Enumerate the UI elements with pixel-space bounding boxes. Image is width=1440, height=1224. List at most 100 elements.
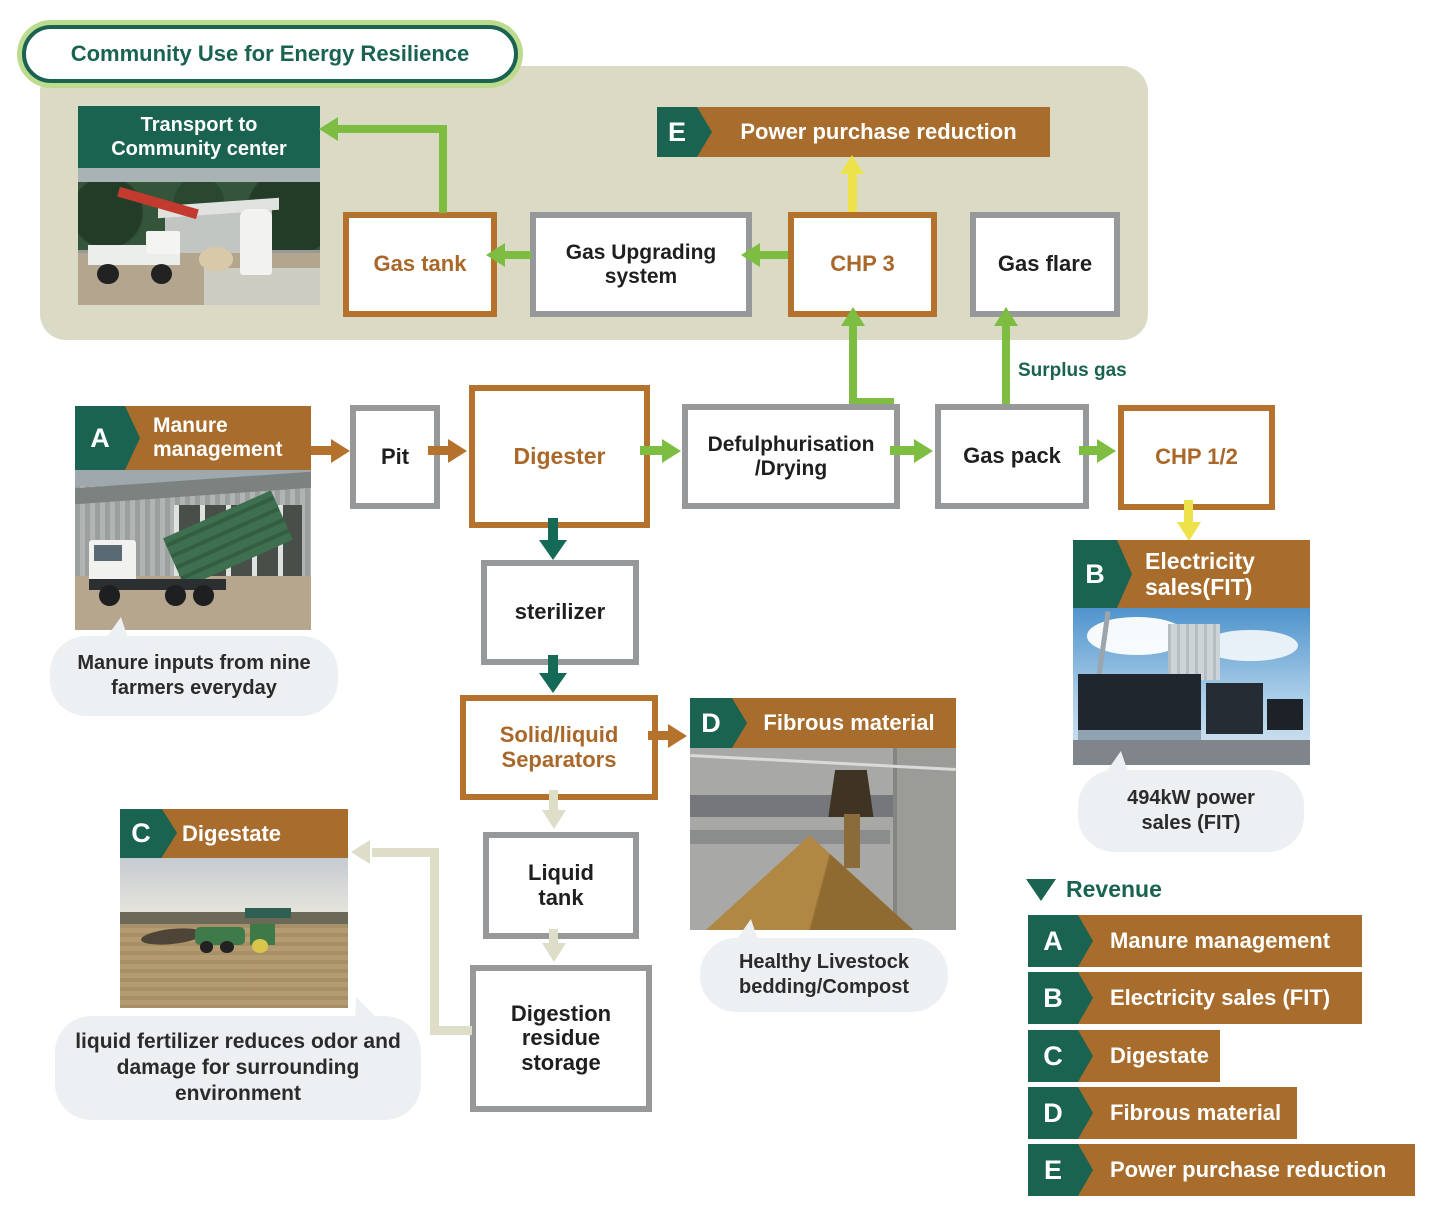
gas-tank-label: Gas tank xyxy=(373,251,467,277)
arrow-chp12-to-b xyxy=(1184,500,1193,524)
arrow-upgrading-to-gastank xyxy=(502,251,531,259)
arrow-digester-to-defulph xyxy=(640,446,664,455)
arrow-separators-to-d xyxy=(648,731,670,740)
arrow-digester-to-sterilizer xyxy=(548,518,558,542)
banner-c-label: Digestate xyxy=(182,820,282,846)
arrow-chp3-to-upgrading-head xyxy=(741,243,760,267)
defulphurisation-box: Defulphurisation /Drying xyxy=(682,404,900,509)
title-pill: Community Use for Energy Resilience xyxy=(22,25,518,83)
legend-item-e-label: Power purchase reduction xyxy=(1110,1157,1387,1183)
gas-flare-label: Gas flare xyxy=(997,251,1093,277)
legend-item-c-tag: C xyxy=(1028,1030,1093,1082)
arrow-chp3-to-e xyxy=(848,172,857,212)
transport-header: Transport to Community center xyxy=(78,106,320,168)
digestate-photo xyxy=(120,858,348,1008)
arrow-gaspack-to-chp12 xyxy=(1079,446,1099,455)
arrow-gaspack-to-flare xyxy=(1002,324,1010,405)
arrow-separators-to-d-head xyxy=(668,724,687,748)
livestock-bubble: Healthy Livestock bedding/Compost xyxy=(700,919,948,1012)
fertilizer-text: liquid fertilizer reduces odor and damag… xyxy=(75,1029,401,1106)
arrow-storage-to-c-h2 xyxy=(372,848,430,857)
gas-pack-box: Gas pack xyxy=(935,404,1089,509)
banner-b-label: Electricity sales(FIT) xyxy=(1145,547,1255,600)
banner-c-tag: C xyxy=(120,809,177,858)
banner-a: A Manure management xyxy=(75,406,311,470)
manure-inputs-text: Manure inputs from nine farmers everyday xyxy=(77,652,311,699)
banner-b-tag: B xyxy=(1073,540,1132,608)
electricity-photo xyxy=(1073,608,1310,765)
legend-item-b-letter: B xyxy=(1043,982,1063,1013)
arrow-sterilizer-to-separators xyxy=(548,655,558,675)
chp3-label: CHP 3 xyxy=(830,251,895,277)
arrow-digester-to-sterilizer-head xyxy=(539,540,567,560)
banner-d: D Fibrous material xyxy=(690,698,956,748)
banner-e-letter: E xyxy=(667,116,686,147)
legend-item-a-letter: A xyxy=(1043,925,1063,956)
power-sales-bubble: 494kW power sales (FIT) xyxy=(1078,751,1304,852)
arrow-gastank-to-transport-h xyxy=(334,125,447,133)
arrow-storage-to-c-v xyxy=(430,848,439,1035)
power-sales-text: 494kW power sales (FIT) xyxy=(1127,787,1255,834)
sterilizer-label: sterilizer xyxy=(514,599,606,625)
banner-b-letter: B xyxy=(1085,558,1105,589)
transport-photo xyxy=(78,168,320,305)
pit-box: Pit xyxy=(350,405,440,509)
legend-item-d: D Fibrous material xyxy=(1028,1087,1297,1139)
livestock-text: Healthy Livestock bedding/Compost xyxy=(738,951,910,998)
legend-item-a-label: Manure management xyxy=(1110,928,1331,954)
legend-item-e-tag: E xyxy=(1028,1144,1093,1196)
arrow-defulph-to-gaspack-head xyxy=(914,439,933,463)
arrow-chp3-to-upgrading xyxy=(757,251,788,259)
fibrous-photo xyxy=(690,748,956,930)
banner-e: E Power purchase reduction xyxy=(657,107,1050,157)
fertilizer-bubble: liquid fertilizer reduces odor and damag… xyxy=(55,997,421,1120)
arrow-defulph-to-chp3-v1 xyxy=(849,324,857,404)
arrow-separators-to-liquidtank xyxy=(549,790,558,812)
banner-d-letter: D xyxy=(701,707,721,738)
arrow-chp12-to-b-head xyxy=(1177,522,1201,541)
surplus-gas-label: Surplus gas xyxy=(1018,360,1127,381)
title-pill-label: Community Use for Energy Resilience xyxy=(70,41,470,66)
arrow-gastank-to-transport-head xyxy=(319,117,338,141)
arrow-defulph-to-chp3-head xyxy=(841,307,865,326)
legend-item-b: B Electricity sales (FIT) xyxy=(1028,972,1362,1024)
liquid-tank-box: Liquid tank xyxy=(483,832,639,939)
legend-item-d-letter: D xyxy=(1043,1097,1063,1128)
digester-box: Digester xyxy=(469,385,650,528)
arrow-gastank-to-transport-v xyxy=(439,125,447,213)
banner-e-label: Power purchase reduction xyxy=(740,119,1017,145)
banner-d-label: Fibrous material xyxy=(763,710,935,736)
arrow-pit-to-digester-head xyxy=(448,439,467,463)
legend-item-a: A Manure management xyxy=(1028,915,1362,967)
digester-label: Digester xyxy=(513,442,606,469)
separators-box: Solid/liquid Separators xyxy=(460,695,658,800)
chp3-box: CHP 3 xyxy=(788,212,937,317)
chp12-label: CHP 1/2 xyxy=(1155,444,1238,470)
banner-e-tag: E xyxy=(657,107,712,157)
liquid-tank-label: Liquid tank xyxy=(528,859,594,910)
banner-c-letter: C xyxy=(131,818,151,848)
banner-a-label: Manure management xyxy=(153,413,283,461)
legend-item-e: E Power purchase reduction xyxy=(1028,1144,1415,1196)
arrow-defulph-to-chp3-h xyxy=(849,398,894,406)
arrow-separators-to-liquidtank-head xyxy=(542,810,566,829)
arrow-liquidtank-to-storage xyxy=(549,929,558,945)
arrow-liquidtank-to-storage-head xyxy=(542,943,566,962)
manure-photo xyxy=(75,470,311,630)
arrow-storage-to-c-h1 xyxy=(438,1026,472,1035)
legend-item-b-label: Electricity sales (FIT) xyxy=(1110,985,1331,1011)
gas-pack-label: Gas pack xyxy=(963,443,1061,469)
banner-d-tag: D xyxy=(690,698,747,748)
arrow-storage-to-c-head xyxy=(351,840,370,864)
fertilizer-bubble-tail xyxy=(347,997,380,1021)
pit-label: Pit xyxy=(380,443,410,469)
gas-flare-box: Gas flare xyxy=(970,212,1120,317)
defulphurisation-label: Defulphurisation /Drying xyxy=(707,432,875,480)
legend-item-a-tag: A xyxy=(1028,915,1093,967)
arrow-sterilizer-to-separators-head xyxy=(539,673,567,693)
banner-a-tag: A xyxy=(75,406,140,470)
arrow-upgrading-to-gastank-head xyxy=(486,243,505,267)
legend-item-c-label: Digestate xyxy=(1110,1043,1210,1069)
revenue-triangle-icon xyxy=(1026,879,1056,901)
